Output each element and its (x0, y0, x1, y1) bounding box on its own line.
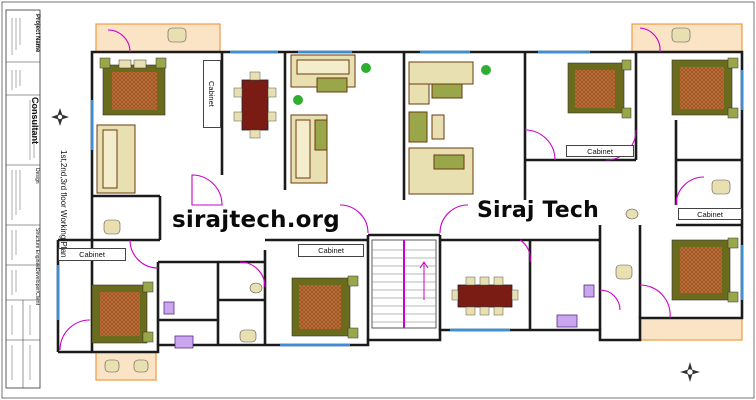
structure-engineer-label: Structure Engineer (34, 228, 40, 270)
cabinet-label-left-vertical: Cabinet (203, 60, 221, 128)
sofa-living-2 (408, 61, 474, 195)
title-block (5, 9, 41, 389)
dining-table-2 (451, 276, 519, 316)
consultant-label: Consultant (30, 97, 40, 144)
cabinet-text: Cabinet (79, 250, 105, 259)
cabinet-text: Cabinet (207, 81, 216, 107)
sofa-living-1 (290, 54, 356, 184)
door-swings (59, 27, 705, 351)
bed-bottom-center (291, 275, 359, 339)
drawing-title: 1st,2nd,3rd floor Working Plan (59, 150, 68, 258)
cabinet-text: Cabinet (697, 210, 723, 219)
cabinet-label-right: Cabinet (678, 208, 742, 220)
bed-top-right-2 (671, 57, 739, 119)
kitchen-stoves (163, 284, 595, 349)
cabinet-label-top-right: Cabinet (566, 145, 634, 157)
compass-icon (680, 362, 700, 382)
dining-table-1 (233, 71, 277, 139)
developer-label: Developer/Client (34, 268, 40, 305)
windows (56, 50, 744, 347)
website-watermark: sirajtech.org (172, 207, 340, 233)
cabinet-text: Cabinet (587, 147, 613, 156)
cabinet-text: Cabinet (318, 246, 344, 255)
bathroom-fixtures (103, 27, 731, 373)
bed-top-left (99, 57, 167, 116)
design-label: Design (34, 168, 40, 184)
plant-icon (293, 63, 491, 105)
brand-watermark: Siraj Tech (477, 198, 599, 223)
bed-top-right-1 (567, 59, 632, 119)
bed-bottom-left (91, 281, 154, 344)
cabinet-label-bottom-left: Cabinet (58, 248, 126, 261)
sofa-left-room (96, 124, 136, 194)
cabinet-label-bottom-center: Cabinet (298, 244, 364, 257)
project-name-label: Project Name (34, 14, 40, 53)
staircase (371, 239, 437, 329)
north-arrow-icon (51, 108, 69, 126)
bed-bottom-right (671, 237, 739, 303)
